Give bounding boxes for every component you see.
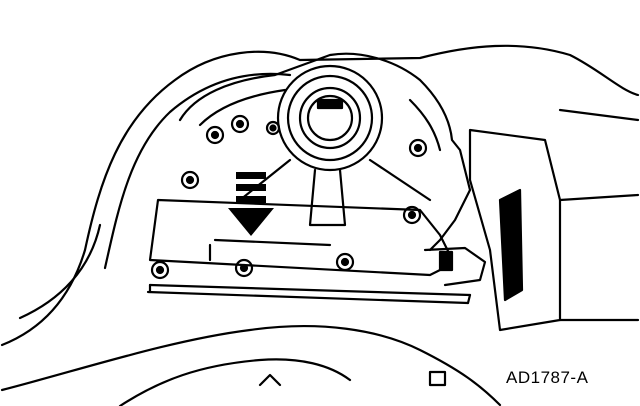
crank-seal-inner (298, 86, 362, 150)
right-panel (558, 108, 640, 322)
sensor-connector (438, 250, 454, 272)
oil-pan-inner-line (208, 238, 332, 262)
fender-outline (0, 44, 640, 347)
crossmember-inner (118, 358, 352, 406)
right-bracket (498, 188, 524, 302)
bolt-icon (180, 170, 200, 190)
bolt-icon (150, 260, 170, 280)
crank-seal-outer (276, 64, 384, 172)
sensor-body (423, 246, 487, 287)
bolt-icon (230, 114, 250, 134)
crossmember-outline (0, 324, 502, 406)
crank-seal-mid (286, 74, 374, 162)
bolt-icon (205, 125, 225, 145)
timing-cover-inner (198, 88, 442, 152)
bolt-icon (265, 120, 281, 136)
gasket-rail-ends (148, 283, 472, 305)
crossmember-bracket (258, 370, 447, 387)
inner-fender-line (103, 72, 292, 270)
bolt-icon (402, 205, 422, 225)
bolt-icon (335, 252, 355, 272)
cover-rib-left (238, 158, 292, 202)
timing-cover-outline (178, 52, 472, 252)
cover-center-rib (308, 168, 347, 227)
down-arrow-icon (228, 172, 274, 236)
gasket-rail (146, 283, 472, 305)
bolt-icon (408, 138, 428, 158)
crankshaft-keyway (316, 98, 344, 110)
bolt-icon (234, 258, 254, 278)
fender-contour (18, 223, 102, 320)
cover-rib-right (368, 158, 432, 202)
crankshaft-nose (306, 94, 354, 142)
right-bracket-outline (468, 128, 562, 332)
figure-reference-code: AD1787-A (506, 368, 589, 387)
